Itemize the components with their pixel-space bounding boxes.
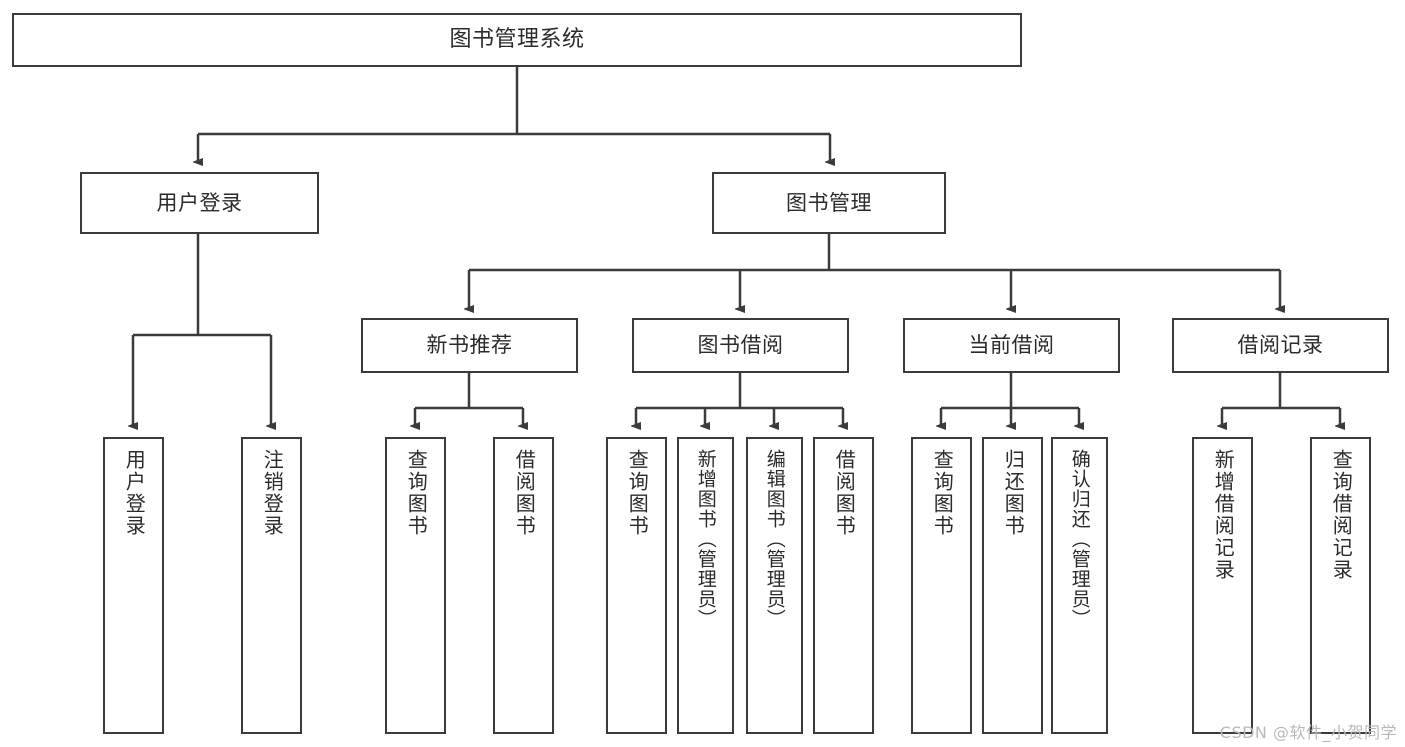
node-leaf-query-record[interactable]: 查询借阅记录 — [1310, 437, 1371, 734]
node-new-book-recommend-label: 新书推荐 — [426, 333, 513, 358]
node-leaf-add-record-label: 新增借阅记录 — [1211, 449, 1236, 581]
node-leaf-user-logout[interactable]: 注销登录 — [241, 437, 302, 734]
node-user-login-label: 用户登录 — [156, 190, 243, 215]
node-leaf-query-record-label: 查询借阅记录 — [1329, 449, 1354, 581]
node-leaf-confirm-return[interactable]: 确认归还（管理员） — [1051, 437, 1108, 734]
node-book-management[interactable]: 图书管理 — [712, 172, 946, 234]
node-leaf-add-book[interactable]: 新增图书（管理员） — [677, 437, 734, 734]
node-leaf-borrow-book-2[interactable]: 借阅图书 — [813, 437, 874, 734]
node-leaf-query-book-1-label: 查询图书 — [404, 449, 429, 537]
csdn-watermark: CSDN @软件_小贺同学 — [1219, 723, 1397, 742]
node-new-book-recommend[interactable]: 新书推荐 — [361, 318, 578, 373]
node-borrow-record[interactable]: 借阅记录 — [1172, 318, 1389, 373]
node-leaf-confirm-return-label: 确认归还（管理员） — [1068, 449, 1091, 629]
node-leaf-user-logout-label: 注销登录 — [260, 449, 285, 537]
node-current-borrow-label: 当前借阅 — [968, 333, 1055, 358]
node-leaf-query-book-3-label: 查询图书 — [930, 449, 955, 537]
node-current-borrow[interactable]: 当前借阅 — [903, 318, 1120, 373]
node-leaf-query-book-1[interactable]: 查询图书 — [385, 437, 446, 734]
node-leaf-query-book-2-label: 查询图书 — [625, 449, 650, 537]
node-leaf-query-book-2[interactable]: 查询图书 — [606, 437, 667, 734]
node-leaf-add-record[interactable]: 新增借阅记录 — [1192, 437, 1253, 734]
node-leaf-return-book-label: 归还图书 — [1001, 449, 1026, 537]
node-leaf-edit-book-label: 编辑图书（管理员） — [763, 449, 786, 629]
node-book-management-label: 图书管理 — [786, 190, 872, 215]
node-book-borrow-label: 图书借阅 — [697, 333, 784, 358]
node-root[interactable]: 图书管理系统 — [12, 13, 1022, 67]
node-leaf-user-login[interactable]: 用户登录 — [103, 437, 164, 734]
node-leaf-borrow-book-1-label: 借阅图书 — [512, 449, 537, 537]
node-leaf-add-book-label: 新增图书（管理员） — [694, 449, 717, 629]
node-root-label: 图书管理系统 — [449, 27, 585, 53]
node-book-borrow[interactable]: 图书借阅 — [632, 318, 849, 373]
node-leaf-user-login-label: 用户登录 — [122, 449, 147, 537]
node-leaf-borrow-book-1[interactable]: 借阅图书 — [493, 437, 554, 734]
node-borrow-record-label: 借阅记录 — [1237, 333, 1324, 358]
node-leaf-query-book-3[interactable]: 查询图书 — [911, 437, 972, 734]
node-leaf-borrow-book-2-label: 借阅图书 — [832, 449, 857, 537]
node-leaf-return-book[interactable]: 归还图书 — [982, 437, 1043, 734]
node-user-login[interactable]: 用户登录 — [80, 172, 319, 234]
node-leaf-edit-book[interactable]: 编辑图书（管理员） — [746, 437, 803, 734]
